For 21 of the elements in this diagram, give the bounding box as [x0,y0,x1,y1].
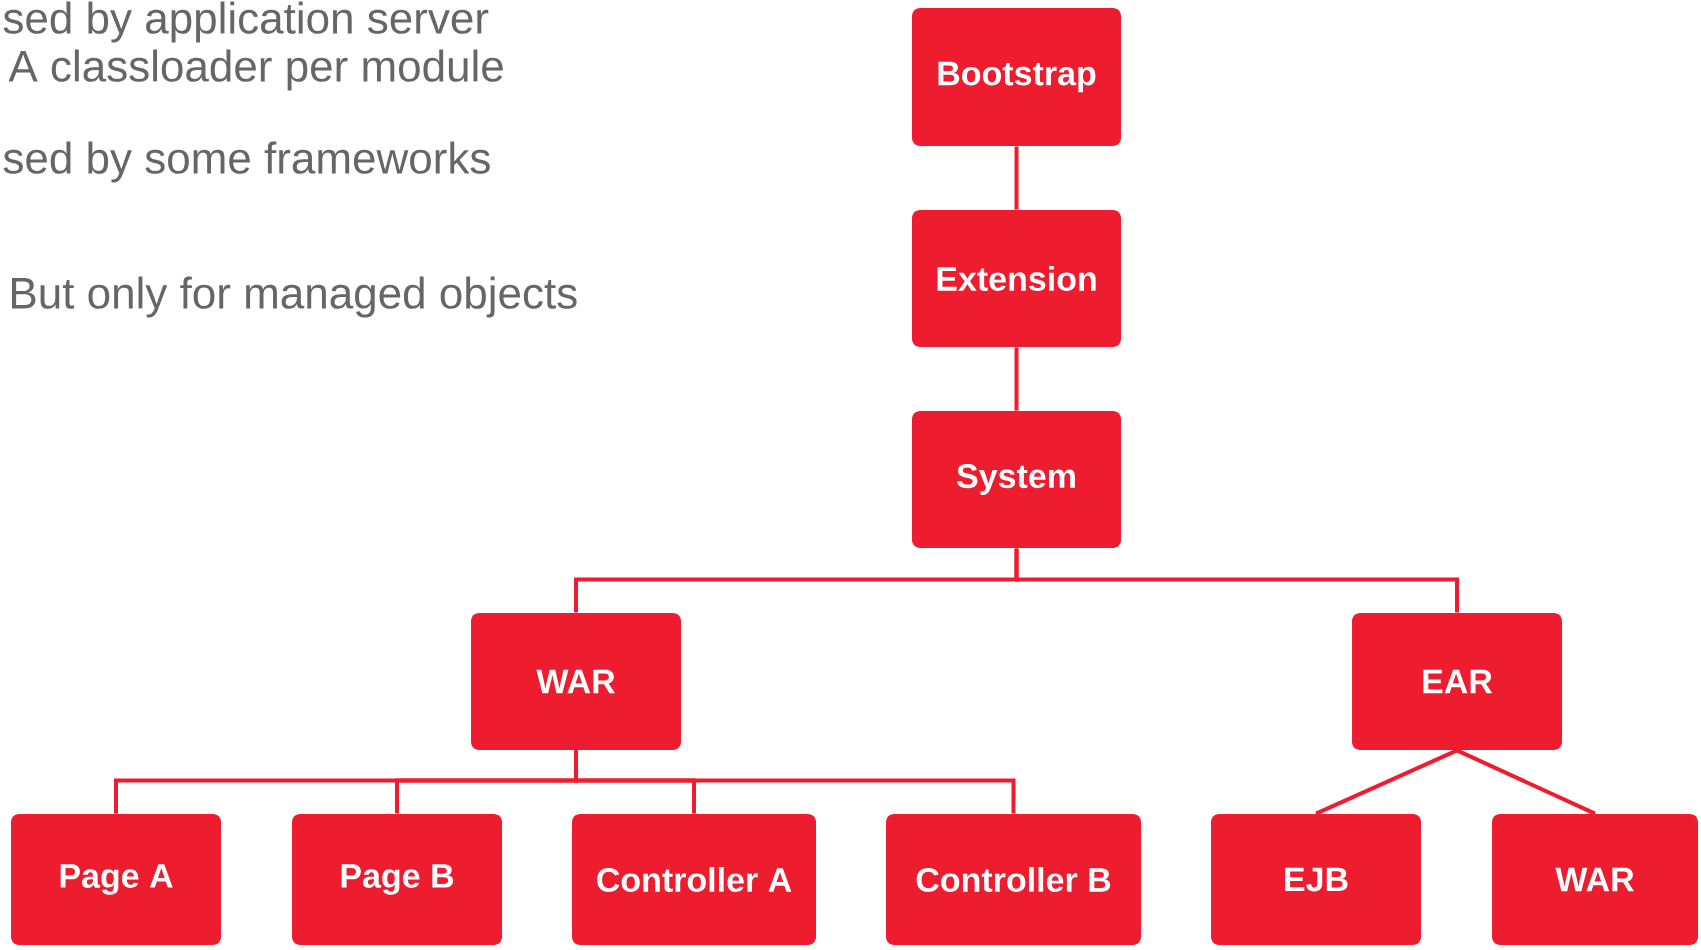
tree-box: Extension [912,210,1121,347]
tree-box: Controller A [572,814,816,945]
connector-line [1014,548,1459,613]
connector-line [574,750,1016,814]
tree-box: Controller B [886,814,1141,945]
connector-line [1014,146,1019,210]
tree-box: Bootstrap [912,8,1121,146]
bullet-text: But only for managed objects [12,276,577,318]
tree-box: Page A [11,814,221,945]
tree-box: System [912,411,1121,548]
bullet-text: sed by application server [3,1,489,43]
tree-box: Page B [292,814,502,945]
bullet-text: sed by some frameworks [3,141,490,183]
bullet-text: A classloader per module [8,49,503,91]
tree-box: EAR [1352,613,1562,750]
tree-box: WAR [1492,814,1698,945]
tree-box: WAR [471,613,681,750]
connector-line [1315,748,1458,816]
connector-line [1456,748,1596,816]
connector-line [1014,347,1019,411]
tree-box: EJB [1211,814,1421,945]
